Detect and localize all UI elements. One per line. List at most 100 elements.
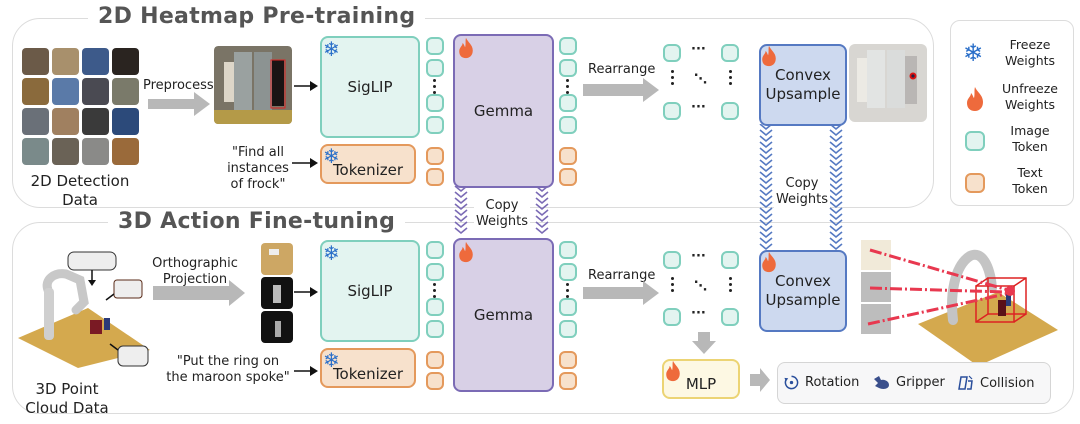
- chevron-down-icon: [829, 147, 843, 155]
- output-gripper: Gripper: [872, 375, 945, 390]
- chevron-down-icon: [759, 213, 773, 221]
- ellipsis-vertical: [671, 277, 674, 295]
- image-token: [559, 116, 577, 134]
- chevron-down-icon: [829, 213, 843, 221]
- image-token: [559, 263, 577, 281]
- text-token: [559, 168, 577, 186]
- copy-weights-convex-right: [829, 124, 843, 251]
- unfreeze-icon: [762, 251, 776, 273]
- preprocess-label: Preprocess: [143, 78, 214, 93]
- chevron-down-icon: [454, 203, 468, 211]
- ellipsis: [433, 283, 436, 301]
- point-cloud-scene: [18, 251, 150, 368]
- text-token: [426, 168, 444, 186]
- image-token: [426, 94, 444, 112]
- grid-token: [721, 102, 739, 120]
- legend-freeze-label: Freeze Weights: [1004, 37, 1056, 68]
- ellipsis-horizontal: ···: [691, 306, 706, 321]
- chevron-down-icon: [759, 189, 773, 197]
- image-token: [426, 116, 444, 134]
- detection-thumbnail: [22, 48, 49, 75]
- ellipsis: [433, 79, 436, 97]
- text-prompt-pretraining: "Find all instances of frock": [227, 145, 289, 192]
- chevron-down-icon: [759, 201, 773, 209]
- preprocessed-image: [214, 46, 292, 124]
- collision-icon: [958, 375, 973, 390]
- chevron-down-icon: [759, 129, 773, 137]
- tokenizer-pretraining: Tokenizer: [320, 144, 416, 184]
- detection-image-grid: [22, 48, 140, 166]
- chevron-down-icon: [829, 177, 843, 185]
- detection-thumbnail: [82, 48, 109, 75]
- chevron-down-icon: [535, 209, 549, 217]
- image-token: [559, 298, 577, 316]
- detection-thumbnails: [22, 48, 139, 165]
- detection-thumbnail: [82, 138, 109, 165]
- detection-thumbnail: [22, 108, 49, 135]
- copy-weights-convex-label: Copy Weights: [774, 176, 830, 208]
- siglip-encoder-finetuning: SigLIP: [320, 240, 420, 342]
- rearrange-arrow: [583, 78, 659, 102]
- legend-image-token-swatch: [965, 131, 985, 151]
- image-token: [426, 320, 444, 338]
- views-to-siglip-arrow: [294, 287, 318, 297]
- output-collision: Collision: [958, 375, 1034, 391]
- chevron-down-icon: [829, 225, 843, 233]
- detection-thumbnail: [52, 108, 79, 135]
- chevron-down-icon: [535, 215, 549, 223]
- copy-weights-convex-left: [759, 124, 773, 251]
- text-prompt-finetuning: "Put the ring on the maroon spoke": [166, 354, 290, 385]
- chevron-down-icon: [829, 171, 843, 179]
- copy-weights-gemma-right: [535, 186, 549, 235]
- chevron-down-icon: [759, 177, 773, 185]
- unfreeze-icon: [666, 360, 680, 382]
- ellipsis: [566, 283, 569, 301]
- chevron-down-icon: [829, 195, 843, 203]
- freeze-icon: ❄: [323, 241, 340, 265]
- chevron-down-icon: [759, 237, 773, 245]
- legend-text-token-swatch: [965, 173, 985, 193]
- rearrange-label: Rearrange: [588, 268, 656, 283]
- chevron-down-icon: [535, 221, 549, 229]
- projection-view-side: [261, 311, 293, 343]
- chevron-down-icon: [829, 153, 843, 161]
- rotation-icon: [784, 375, 799, 390]
- chevron-down-icon: [759, 159, 773, 167]
- image-token: [559, 94, 577, 112]
- output-rotation: Rotation: [784, 375, 859, 390]
- chevron-down-icon: [759, 153, 773, 161]
- image-token: [426, 263, 444, 281]
- projection-view-front: [261, 277, 293, 309]
- chevron-down-icon: [829, 237, 843, 245]
- chevron-down-icon: [535, 197, 549, 205]
- detection-thumbnail: [22, 78, 49, 105]
- copy-weights-gemma-label: Copy Weights: [474, 198, 530, 230]
- image-token: [559, 37, 577, 55]
- chevron-down-icon: [759, 183, 773, 191]
- ellipsis-vertical: [671, 70, 674, 88]
- grid-token: [663, 44, 681, 62]
- text-token: [559, 351, 577, 369]
- chevron-down-icon: [759, 141, 773, 149]
- ellipsis-diagonal: ⋱: [694, 279, 707, 294]
- chevron-down-icon: [759, 165, 773, 173]
- chevron-down-icon: [454, 186, 468, 193]
- chevron-down-icon: [535, 227, 549, 235]
- image-token: [559, 59, 577, 77]
- chevron-down-icon: [454, 215, 468, 223]
- detection-thumbnail: [82, 108, 109, 135]
- image-token: [426, 37, 444, 55]
- chevron-down-icon: [759, 231, 773, 239]
- chevron-down-icon: [829, 231, 843, 239]
- legend-text-token-label: Text Token: [1012, 165, 1048, 196]
- chevron-down-icon: [829, 159, 843, 167]
- projection-arrow: [153, 280, 245, 306]
- preprocess-arrow: [148, 92, 210, 116]
- ellipsis-horizontal: ···: [691, 42, 706, 57]
- chevron-down-icon: [829, 129, 843, 137]
- chevron-down-icon: [759, 195, 773, 203]
- chevron-down-icon: [759, 243, 773, 251]
- chevron-down-icon: [454, 227, 468, 235]
- freeze-legend-icon: ❄: [963, 39, 984, 67]
- chevron-down-icon: [829, 207, 843, 215]
